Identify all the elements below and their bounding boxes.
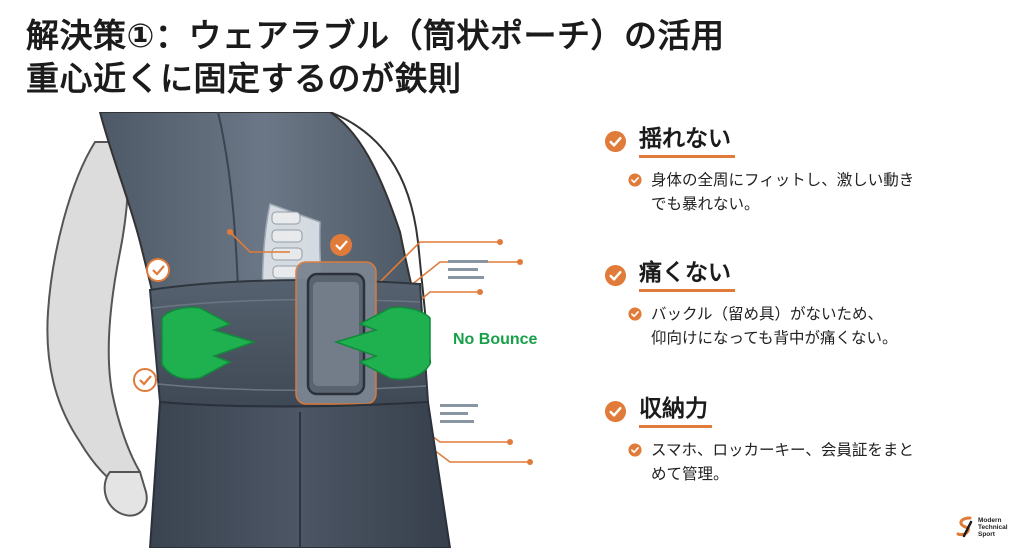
right-side (329, 112, 431, 363)
page-title-line-1: 解決策①：ウェアラブル（筒状ポーチ）の活用 (26, 16, 725, 55)
feature-title: 揺れない (639, 125, 735, 158)
left-hand (103, 471, 148, 517)
feature-no-sway: 揺れない 身体の全周にフィットし、激しい動き でも暴れない。 (604, 126, 1004, 216)
feature-storage: 収納力 スマホ、ロッカーキー、会員証をまと めて管理。 (604, 396, 1004, 486)
check-badge-hip (133, 368, 157, 392)
check-bullet-icon (628, 307, 642, 321)
tech-dots (227, 229, 533, 465)
check-circle-icon (604, 264, 627, 286)
brand-logo: Modern Technical Sport (956, 516, 1008, 538)
no-bounce-label: No Bounce (453, 331, 538, 348)
feature-no-pain: 痛くない バックル（留め具）がないため、 仰向けになっても背中が痛くない。 (604, 260, 1004, 350)
feature-description: 身体の全周にフィットし、激しい動き でも暴れない。 (651, 171, 915, 213)
page-title-line-2: 重心近くに固定するのが鉄則 (26, 59, 462, 98)
feature-description: スマホ、ロッカーキー、会員証をまと めて管理。 (651, 441, 914, 483)
check-badge-shoulder (146, 258, 170, 282)
tech-bars (440, 260, 488, 423)
page-title: 解決策①：ウェアラブル（筒状ポーチ）の活用 重心近くに固定するのが鉄則 (26, 14, 724, 100)
brand-name: Modern Technical Sport (978, 516, 1008, 538)
left-compression-arrow (161, 306, 257, 380)
check-badge-spine (330, 234, 352, 256)
check-bullet-icon (628, 443, 642, 457)
check-circle-icon (604, 400, 627, 422)
check-circle-icon (604, 130, 627, 152)
feature-title: 痛くない (639, 259, 735, 292)
right-compression-arrow (333, 306, 431, 380)
check-bullet-icon (628, 173, 642, 187)
waist-pouch-illustration: No Bounce (46, 112, 538, 548)
feature-description: バックル（留め具）がないため、 仰向けになっても背中が痛くない。 (651, 305, 898, 347)
brand-mark-icon (956, 516, 973, 538)
feature-title: 収納力 (639, 395, 712, 428)
